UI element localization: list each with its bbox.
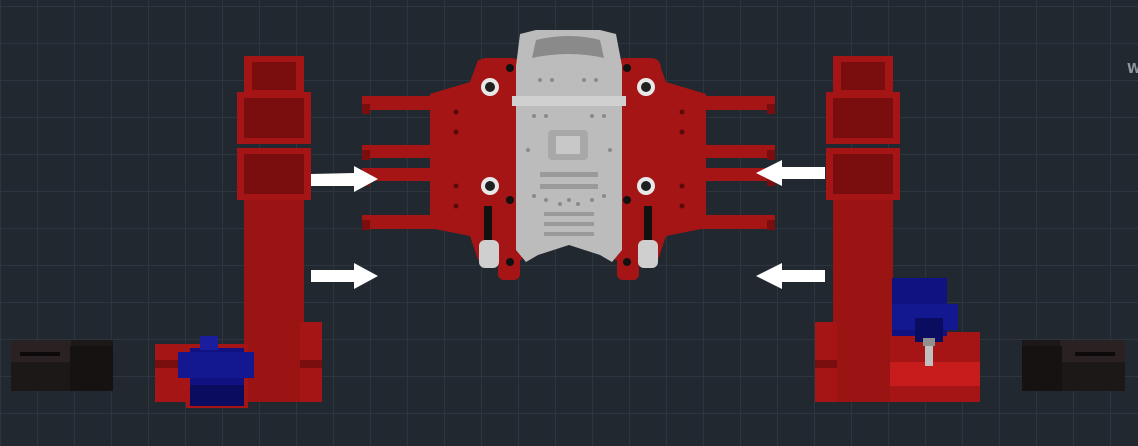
black-block-right [1022, 340, 1125, 391]
arrow-right-upper [756, 160, 825, 186]
right-side-frame-arm [815, 56, 980, 402]
bracket-screws [453, 64, 685, 266]
viewport-corner-label: W [1127, 62, 1138, 77]
arrow-right-lower [756, 263, 825, 289]
servo-right [892, 278, 958, 366]
arrow-left-lower [311, 263, 378, 289]
arrow-left-upper [311, 166, 378, 192]
black-block-left [11, 340, 113, 391]
servo-left [178, 336, 254, 408]
central-chassis-plate [479, 30, 658, 268]
